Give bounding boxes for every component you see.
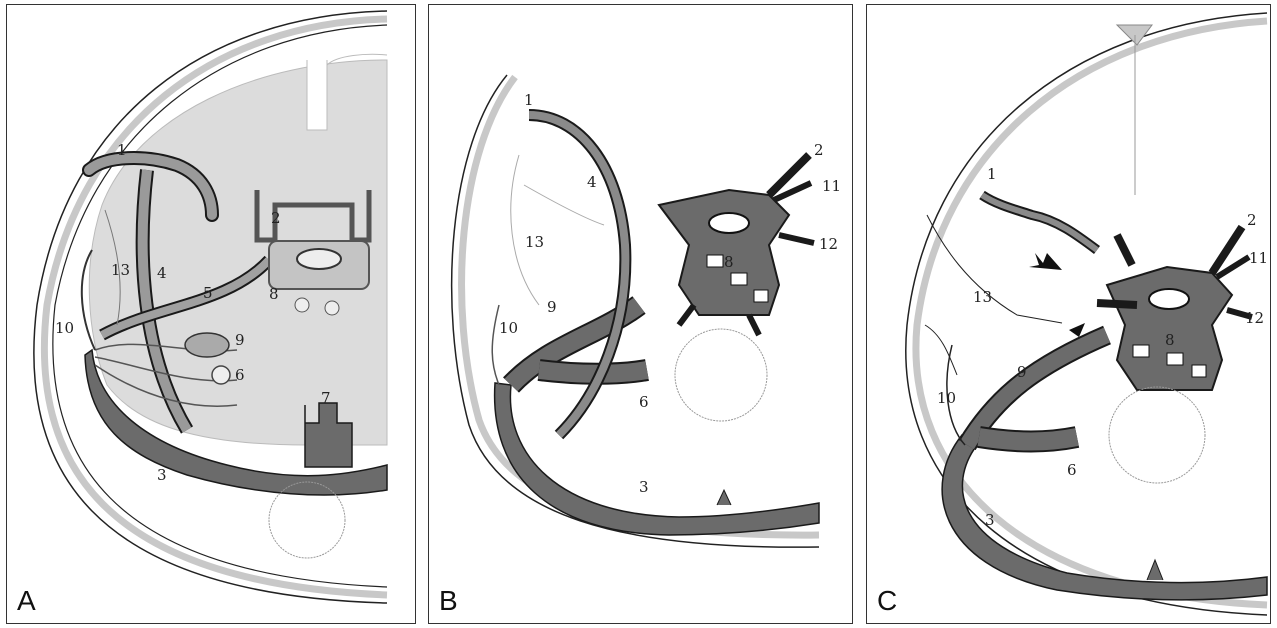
label-8: 8 xyxy=(724,253,734,271)
vessel-6-fill xyxy=(979,437,1077,442)
structure-6 xyxy=(212,366,230,384)
label-12: 12 xyxy=(819,235,838,253)
structure-8-cell xyxy=(1167,353,1183,365)
label-13: 13 xyxy=(525,233,544,251)
label-2: 2 xyxy=(1247,211,1257,229)
structure-8-cell xyxy=(1133,345,1149,357)
label-3: 3 xyxy=(157,466,167,484)
panel-c: 1 2 3 6 8 9 10 11 12 13 C xyxy=(866,4,1271,624)
panel-letter-c: C xyxy=(877,585,897,617)
structure-8-cell xyxy=(754,290,768,302)
panel-b-diagram: 1 2 3 4 6 8 9 10 11 12 13 xyxy=(429,5,853,624)
label-9: 9 xyxy=(235,331,245,349)
label-1: 1 xyxy=(524,91,534,109)
vessel-13 xyxy=(925,215,1062,375)
vessel-12 xyxy=(779,235,814,243)
label-6: 6 xyxy=(235,366,245,384)
label-8: 8 xyxy=(269,285,279,303)
label-3: 3 xyxy=(985,511,995,529)
vessel-4 xyxy=(529,115,625,435)
label-1: 1 xyxy=(117,141,127,159)
label-2: 2 xyxy=(271,209,281,227)
label-11: 11 xyxy=(1249,249,1268,267)
label-6: 6 xyxy=(639,393,649,411)
label-1: 1 xyxy=(987,165,997,183)
label-7: 7 xyxy=(321,389,331,407)
sinus-notch xyxy=(717,490,731,505)
label-4: 4 xyxy=(587,173,597,191)
label-9: 9 xyxy=(547,298,557,316)
panel-letter-b: B xyxy=(439,585,458,617)
sinus-3 xyxy=(495,383,819,535)
structure-8-cell xyxy=(707,255,723,267)
panel-b: 1 2 3 4 6 8 9 10 11 12 13 B xyxy=(428,4,853,624)
label-2: 2 xyxy=(814,141,824,159)
label-11: 11 xyxy=(822,177,841,195)
panel-c-diagram: 1 2 3 6 8 9 10 11 12 13 xyxy=(867,5,1271,624)
panel-a: 1 2 3 4 5 6 7 8 9 10 13 A xyxy=(6,4,416,624)
panel-letter-a: A xyxy=(17,585,36,617)
label-9: 9 xyxy=(1017,363,1027,381)
structure-9 xyxy=(185,333,229,357)
label-13: 13 xyxy=(973,288,992,306)
cistern-dot xyxy=(295,298,309,312)
structure-8 xyxy=(1107,267,1232,390)
arrowhead-icon xyxy=(1069,323,1085,337)
arrow-icon xyxy=(1029,253,1062,270)
structure-8-core xyxy=(1149,289,1189,309)
label-10: 10 xyxy=(55,319,74,337)
structure-8-cell xyxy=(1192,365,1206,377)
label-13: 13 xyxy=(111,261,130,279)
structure-8-core xyxy=(709,213,749,233)
label-4: 4 xyxy=(157,264,167,282)
structure-8-cell xyxy=(731,273,747,285)
midline-cleft xyxy=(307,60,327,130)
circle-outline xyxy=(675,329,767,421)
label-10: 10 xyxy=(499,319,518,337)
vessel-6-fill xyxy=(539,370,647,374)
label-6: 6 xyxy=(1067,461,1077,479)
label-8: 8 xyxy=(1165,331,1175,349)
vessel-10 xyxy=(492,305,499,385)
label-5: 5 xyxy=(203,284,213,302)
panel-a-diagram: 1 2 3 4 5 6 7 8 9 10 13 xyxy=(7,5,416,624)
label-10: 10 xyxy=(937,389,956,407)
label-3: 3 xyxy=(639,478,649,496)
cistern-dot xyxy=(325,301,339,315)
vessel-4-fill xyxy=(529,115,625,435)
structure-8-core xyxy=(297,249,341,269)
circle-outline xyxy=(1109,387,1205,483)
label-12: 12 xyxy=(1245,309,1264,327)
sinus-notch xyxy=(1147,560,1163,580)
